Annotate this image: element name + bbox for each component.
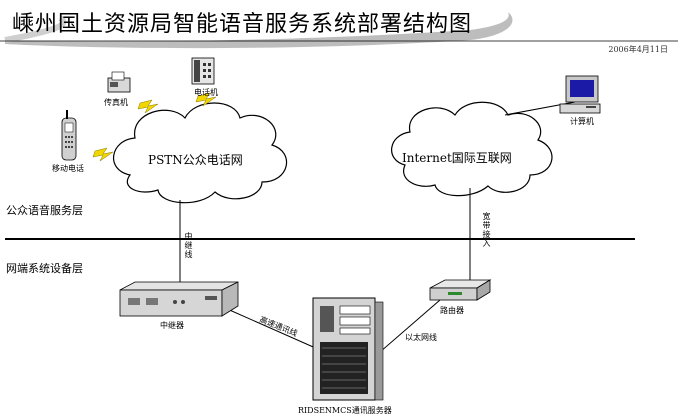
connection-lines: [179, 101, 576, 353]
internet-cloud-label: Internet国际互联网: [402, 151, 512, 165]
fax-machine-icon: [107, 71, 131, 93]
internet-cloud: [391, 101, 553, 197]
server-tower-icon: [312, 297, 384, 401]
title-banner: [4, 12, 513, 49]
server-label: RIDSENMCS通讯服务器: [298, 406, 392, 415]
computer-icon: [559, 75, 601, 114]
phone-label: 电话机: [194, 88, 218, 97]
trunk-line-label: 中继线: [184, 232, 193, 259]
fax-label: 传真机: [104, 98, 128, 107]
wireless-bolts: [92, 92, 217, 162]
pstn-cloud: [112, 102, 288, 204]
desk-phone-icon: [191, 57, 215, 85]
relay-device-icon: [119, 281, 239, 317]
lower-layer-label: 网端系统设备层: [6, 262, 83, 275]
pstn-cloud-label: PSTN公众电话网: [148, 153, 243, 167]
pc-label: 计算机: [570, 117, 594, 126]
mobile-phone-icon: [61, 110, 77, 161]
diagram-title: 嵊州国土资源局智能语音服务系统部署结构图: [12, 12, 473, 37]
router-label: 路由器: [440, 306, 464, 315]
date-label: 2006年4月11日: [608, 45, 668, 54]
upper-layer-label: 公众语音服务层: [6, 204, 83, 217]
mobile-label: 移动电话: [52, 164, 84, 173]
router-icon: [429, 279, 492, 301]
ethernet-line-label: 以太网线: [405, 333, 437, 342]
relay-label: 中继器: [160, 321, 184, 330]
broadband-label: 宽带接入: [482, 212, 491, 248]
